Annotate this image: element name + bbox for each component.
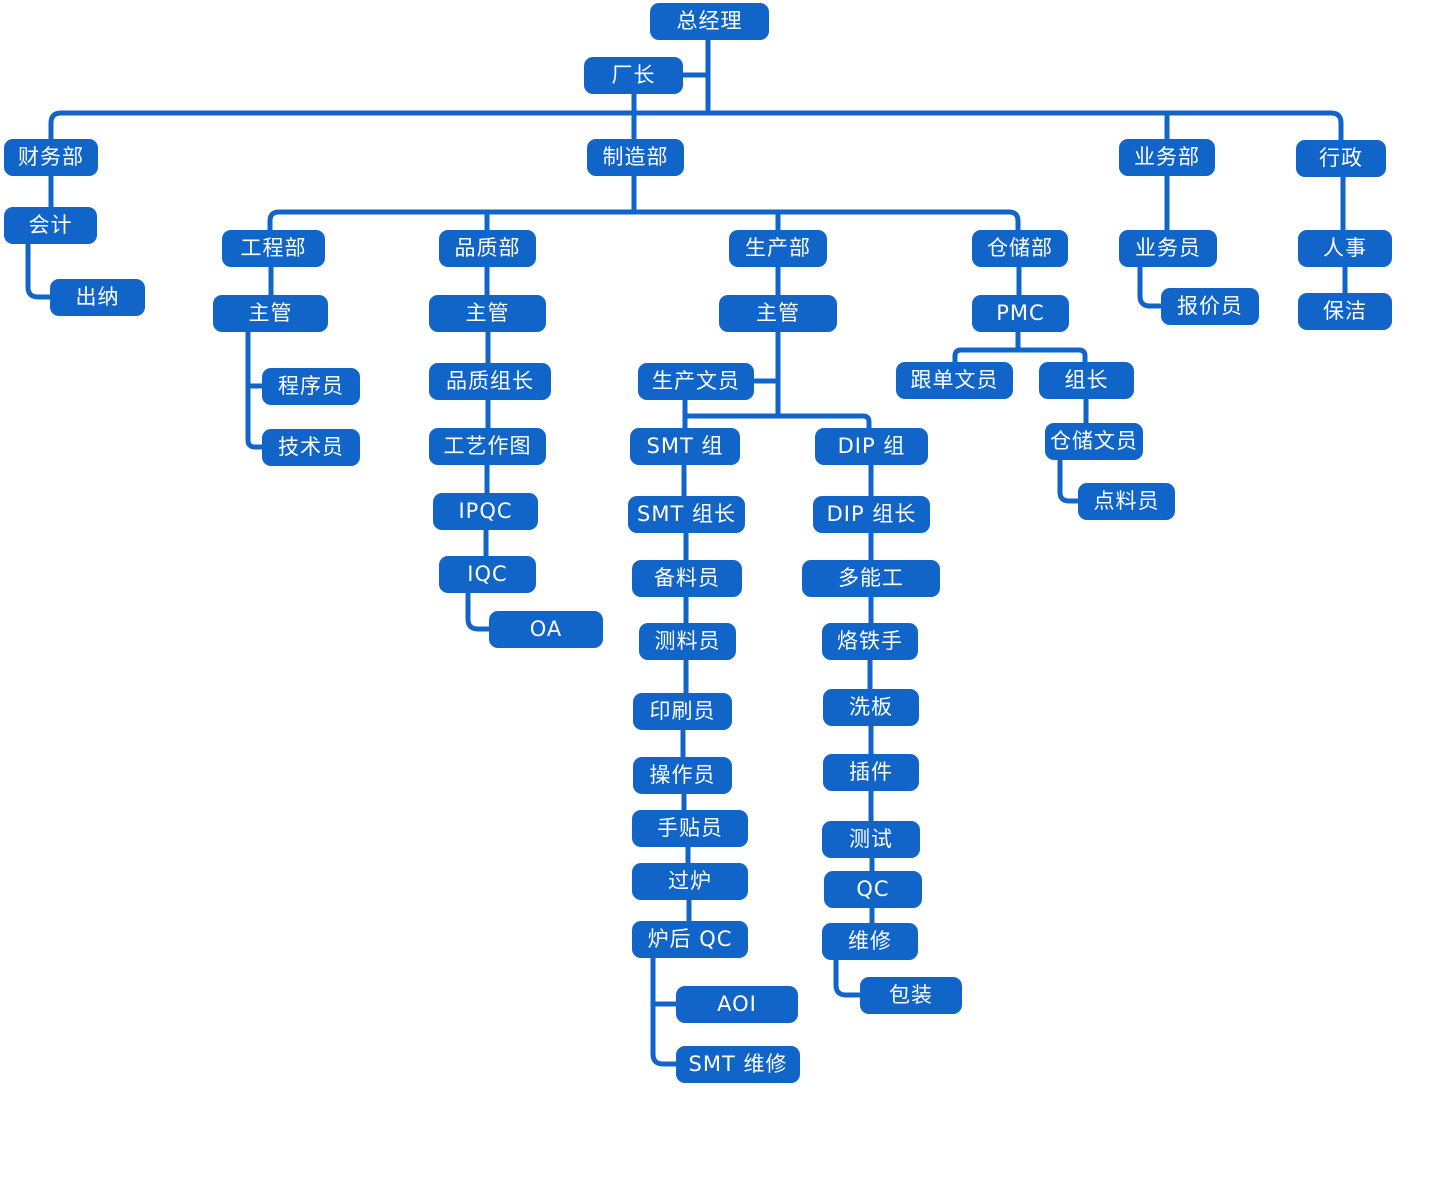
org-node-material-preparer: 备料员 xyxy=(632,560,742,597)
org-node-hr: 人事 xyxy=(1298,230,1392,267)
org-node-quality-supervisor: 主管 xyxy=(429,295,546,332)
edge-group-rail xyxy=(685,413,872,428)
org-node-process-drawing: 工艺作图 xyxy=(429,428,546,465)
edge-post-qc-smt-repair xyxy=(650,958,676,1067)
org-node-multi-skill-worker: 多能工 xyxy=(802,560,940,597)
org-node-finance-dept: 财务部 xyxy=(4,139,98,176)
edge-iqc-oa xyxy=(465,593,489,632)
org-node-soldering-iron-hand: 烙铁手 xyxy=(822,623,918,660)
org-node-technician: 技术员 xyxy=(262,429,360,466)
org-node-aoi: AOI xyxy=(676,986,798,1023)
edge-salesperson-quotation xyxy=(1137,267,1161,309)
org-node-admin-dept: 行政 xyxy=(1296,140,1386,177)
org-node-cleaner: 保洁 xyxy=(1298,293,1392,330)
org-node-sales-dept: 业务部 xyxy=(1119,139,1215,176)
org-node-qc: QC xyxy=(824,871,922,908)
org-node-warehouse-group-leader: 组长 xyxy=(1039,362,1134,399)
org-node-quotation-clerk: 报价员 xyxy=(1161,288,1259,325)
org-node-smt-group-leader: SMT 组长 xyxy=(628,496,745,533)
org-node-ipqc: IPQC xyxy=(433,493,538,530)
org-node-smt-repair: SMT 维修 xyxy=(676,1046,800,1083)
org-node-dip-group: DIP 组 xyxy=(815,428,928,465)
org-node-material-tester: 测料员 xyxy=(639,623,736,660)
org-node-manufacturing-dept: 制造部 xyxy=(587,139,684,176)
org-node-dip-group-leader: DIP 组长 xyxy=(813,496,930,533)
org-node-printing-operator: 印刷员 xyxy=(633,693,732,730)
org-node-pmc: PMC xyxy=(972,295,1069,332)
edge-warehouse-clerk-counting xyxy=(1057,460,1078,504)
org-node-post-reflow-qc: 炉后 QC xyxy=(632,921,748,958)
edge-main-rail xyxy=(48,110,1344,140)
org-node-cashier: 出纳 xyxy=(50,279,145,316)
org-node-warehouse-clerk: 仓储文员 xyxy=(1045,423,1143,460)
org-node-component-insertion: 插件 xyxy=(823,754,919,791)
org-node-smt-group: SMT 组 xyxy=(630,428,740,465)
edge-repair-packaging xyxy=(833,960,860,998)
org-node-reflow-oven: 过炉 xyxy=(632,863,748,900)
edge-pmc-rail xyxy=(952,347,1088,362)
org-node-operator: 操作员 xyxy=(633,757,732,794)
org-node-testing: 测试 xyxy=(822,821,920,858)
org-node-engineering-dept: 工程部 xyxy=(222,230,325,267)
edge-supervisor-technician xyxy=(245,332,262,450)
org-node-hand-placement: 手贴员 xyxy=(632,810,748,847)
org-node-quality-group-leader: 品质组长 xyxy=(429,363,551,400)
org-node-order-tracking-clerk: 跟单文员 xyxy=(896,362,1013,399)
org-node-accountant: 会计 xyxy=(4,207,97,244)
org-node-production-dept: 生产部 xyxy=(729,230,827,267)
org-node-production-supervisor: 主管 xyxy=(719,295,837,332)
edge-manufacturing-rail xyxy=(267,209,1021,230)
org-node-repair: 维修 xyxy=(822,923,918,960)
org-node-oa: OA xyxy=(489,611,603,648)
org-node-material-counting-clerk: 点料员 xyxy=(1078,483,1175,520)
org-node-factory-director: 厂长 xyxy=(584,57,683,94)
org-node-iqc: IQC xyxy=(439,556,536,593)
org-node-salesperson: 业务员 xyxy=(1119,230,1217,267)
org-node-warehouse-dept: 仓储部 xyxy=(972,230,1068,267)
org-node-general-manager: 总经理 xyxy=(650,3,769,40)
org-node-packaging: 包装 xyxy=(860,977,962,1014)
org-node-quality-dept: 品质部 xyxy=(439,230,536,267)
org-node-board-washing: 洗板 xyxy=(823,689,919,726)
org-node-engineering-supervisor: 主管 xyxy=(213,295,328,332)
edge-accountant-cashier xyxy=(25,244,50,300)
org-node-production-clerk: 生产文员 xyxy=(638,363,754,400)
org-node-programmer: 程序员 xyxy=(262,368,360,405)
